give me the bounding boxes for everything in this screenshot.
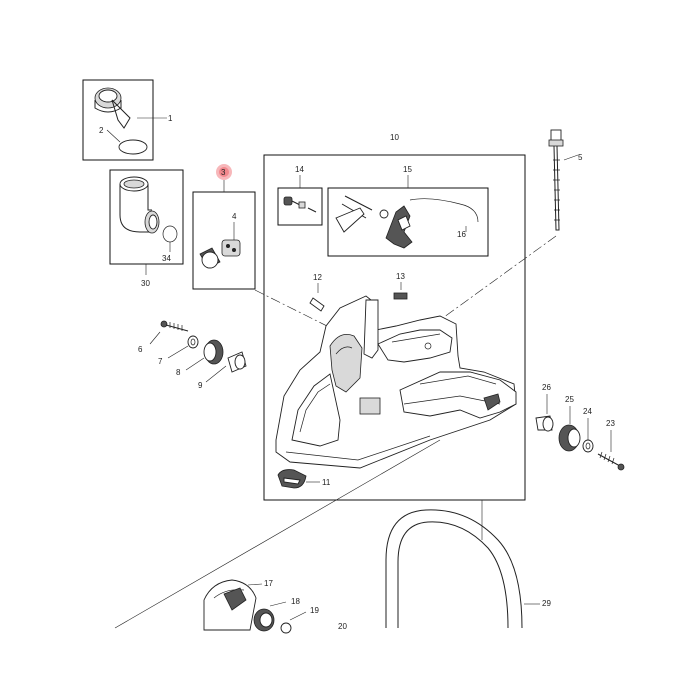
box-part-30 [109, 169, 184, 265]
dash-line-3-to-housing [254, 289, 336, 331]
damper-part-18 [253, 601, 287, 632]
callout-15: 15 [403, 165, 412, 174]
mount-part-17 [203, 579, 263, 631]
callout-19: 19 [310, 606, 319, 615]
washer-part-7 [167, 335, 199, 359]
damper-part-8 [185, 339, 224, 371]
clip-part-13 [393, 282, 408, 300]
callout-17: 17 [264, 579, 273, 588]
damper-part-25 [558, 406, 581, 452]
pin-part-12 [309, 283, 325, 312]
callout-9: 9 [198, 381, 203, 390]
dash-line-5-to-housing [439, 235, 557, 321]
callout-8: 8 [176, 368, 181, 377]
highlight-marker-3 [216, 164, 232, 180]
callout-14: 14 [295, 165, 304, 174]
fuel-cap-part-1 [94, 87, 167, 129]
bolt-part-6 [149, 320, 189, 345]
bushing-part-9 [205, 351, 247, 383]
leader-line-29 [114, 439, 441, 629]
washer-part-24 [582, 418, 594, 453]
callout-3: 3 [221, 168, 226, 177]
screw-part-14 [283, 175, 317, 213]
callout-25: 25 [565, 395, 574, 404]
box-part-1 [82, 79, 154, 161]
callout-4: 4 [232, 212, 237, 221]
callout-2: 2 [99, 126, 104, 135]
callout-11: 11 [322, 478, 331, 487]
bolt-part-23 [597, 430, 625, 471]
callout-26: 26 [542, 383, 551, 392]
callout-7: 7 [158, 357, 163, 366]
callout-10: 10 [390, 133, 399, 142]
callout-12: 12 [313, 273, 322, 282]
callout-34: 34 [162, 254, 171, 263]
callout-20: 20 [338, 622, 347, 631]
fuel-elbow-part-30 [119, 176, 178, 275]
handle-housing-part-10 [275, 295, 517, 469]
callout-18: 18 [291, 597, 300, 606]
fuel-pickup-part-5 [548, 129, 579, 231]
foot-pad-part-11 [277, 469, 320, 489]
callout-30: 30 [141, 279, 150, 288]
callout-13: 13 [396, 272, 405, 281]
callout-29: 29 [542, 599, 551, 608]
seal-ring-part-2 [106, 129, 148, 155]
filter-part-3 [199, 180, 241, 269]
box-part-10 [263, 154, 526, 501]
callout-24: 24 [583, 407, 592, 416]
callout-6: 6 [138, 345, 143, 354]
callout-1: 1 [168, 114, 173, 123]
bushing-part-26 [535, 394, 554, 432]
callout-23: 23 [606, 419, 615, 428]
throttle-part-15 [335, 175, 479, 249]
callout-16: 16 [457, 230, 466, 239]
handlebar-part-29 [385, 509, 540, 629]
washer-part-19 [280, 611, 307, 634]
callout-5: 5 [578, 153, 583, 162]
